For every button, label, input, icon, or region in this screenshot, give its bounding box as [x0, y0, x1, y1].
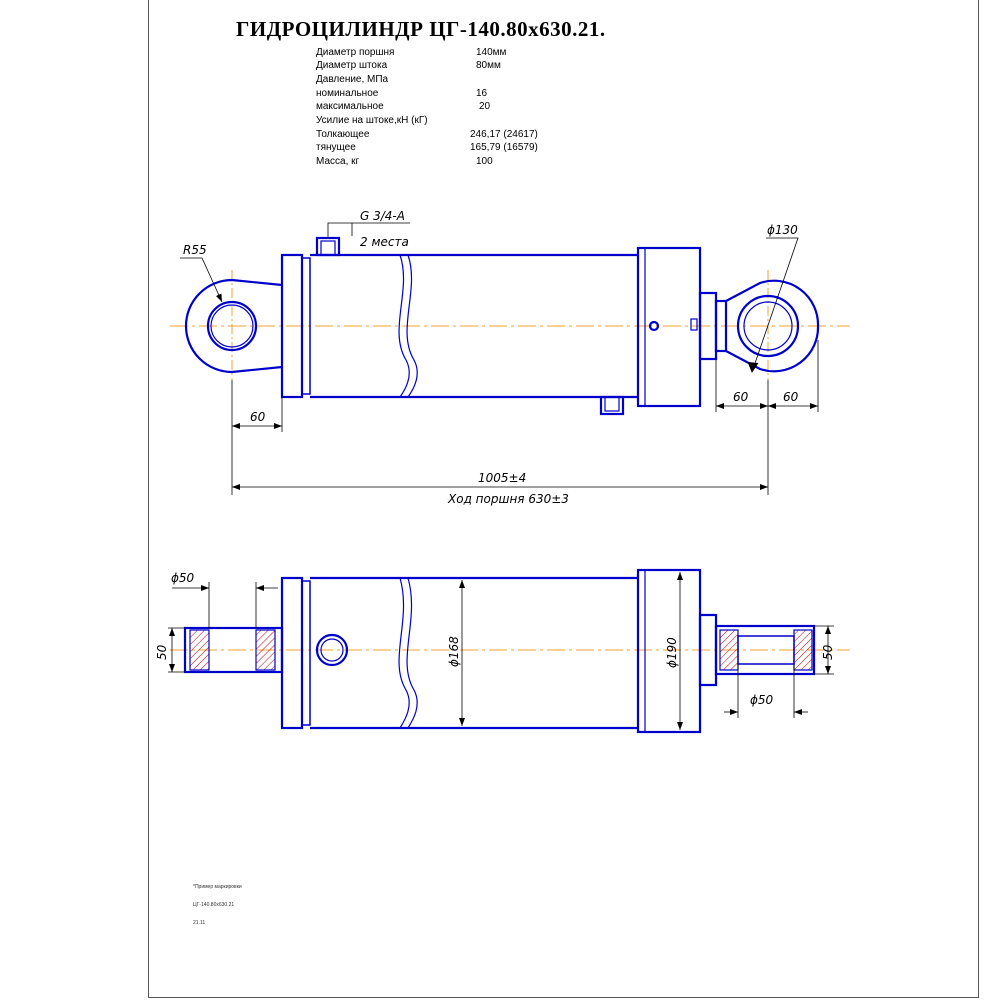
right-lug-section — [714, 624, 816, 676]
drawing-title: ГИДРОЦИЛИНДР ЦГ-140.80х630.21. — [236, 17, 606, 41]
rear-cap-ring — [301, 257, 311, 395]
port-bottom-thread — [604, 396, 620, 412]
spec-value: 20 — [479, 101, 491, 112]
grease-nipple — [648, 320, 660, 332]
spec-label: максимальное — [316, 101, 384, 112]
label-phi50-right: ϕ50 — [750, 693, 774, 707]
right-eye-bore — [736, 294, 800, 358]
label-phi168: ϕ168 — [447, 636, 461, 667]
rod-collar — [714, 299, 728, 353]
spec-value: 100 — [476, 156, 493, 167]
left-eye-lug — [184, 278, 283, 374]
rear-cap — [280, 576, 304, 730]
leader-phi130 — [751, 237, 799, 373]
port-circle — [315, 633, 349, 667]
break-line — [398, 254, 410, 398]
spec-value: 165,79 (16579) — [470, 142, 538, 153]
left-eye-bushing — [210, 304, 254, 348]
spec-value: 80мм — [476, 60, 501, 71]
label-60-right-b: 60 — [783, 390, 799, 404]
label-phi190: ϕ190 — [665, 637, 679, 668]
label-50-left: 50 — [155, 644, 169, 660]
spec-label: Давление, МПа — [316, 74, 389, 85]
spec-value: 246,17 (24617) — [470, 129, 538, 140]
label-phi50-left: ϕ50 — [171, 571, 195, 585]
port-top-thread — [320, 240, 336, 256]
label-r55: R55 — [183, 243, 207, 257]
spec-label: тянущее — [316, 142, 356, 153]
spec-label: Усилие на штоке,кН (кГ) — [316, 115, 428, 126]
drawing-frame — [148, 0, 979, 998]
label-overall-length: 1005±4 — [478, 471, 526, 485]
left-eye-bore — [206, 300, 258, 352]
right-eye-bushing — [743, 301, 793, 351]
marking-note-title: *Пример маркировки — [193, 884, 242, 890]
break-line — [398, 577, 410, 729]
break-line — [406, 577, 418, 729]
spec-label: Диаметр поршня — [316, 47, 395, 58]
spec-label: Диаметр штока — [316, 60, 388, 71]
side-view-dimensions — [180, 222, 819, 495]
marking-note-code: ЦГ-140.80х630.21 — [193, 902, 235, 908]
spec-value: 16 — [476, 88, 488, 99]
label-60-right-a: 60 — [733, 390, 749, 404]
label-phi130: ϕ130 — [767, 223, 798, 237]
side-view — [170, 236, 850, 416]
spec-label: Толкающее — [316, 129, 370, 140]
label-stroke: Ход поршня 630±3 — [447, 492, 569, 506]
label-50-right: 50 — [821, 644, 835, 660]
right-pin — [737, 635, 795, 665]
label-60-left: 60 — [250, 410, 266, 424]
leader-port — [327, 222, 410, 238]
spec-label: номинальное — [316, 88, 379, 99]
spec-value: 140мм — [476, 47, 507, 58]
marking-note-number: 21.11 — [193, 920, 206, 926]
label-port-count: 2 места — [360, 235, 409, 249]
top-view-dimensions — [168, 572, 834, 730]
label-port: G 3/4-A — [360, 209, 405, 223]
top-view — [170, 568, 850, 734]
spec-label: Масса, кг — [316, 156, 360, 167]
break-line — [406, 254, 418, 398]
leader-r55 — [180, 257, 223, 303]
